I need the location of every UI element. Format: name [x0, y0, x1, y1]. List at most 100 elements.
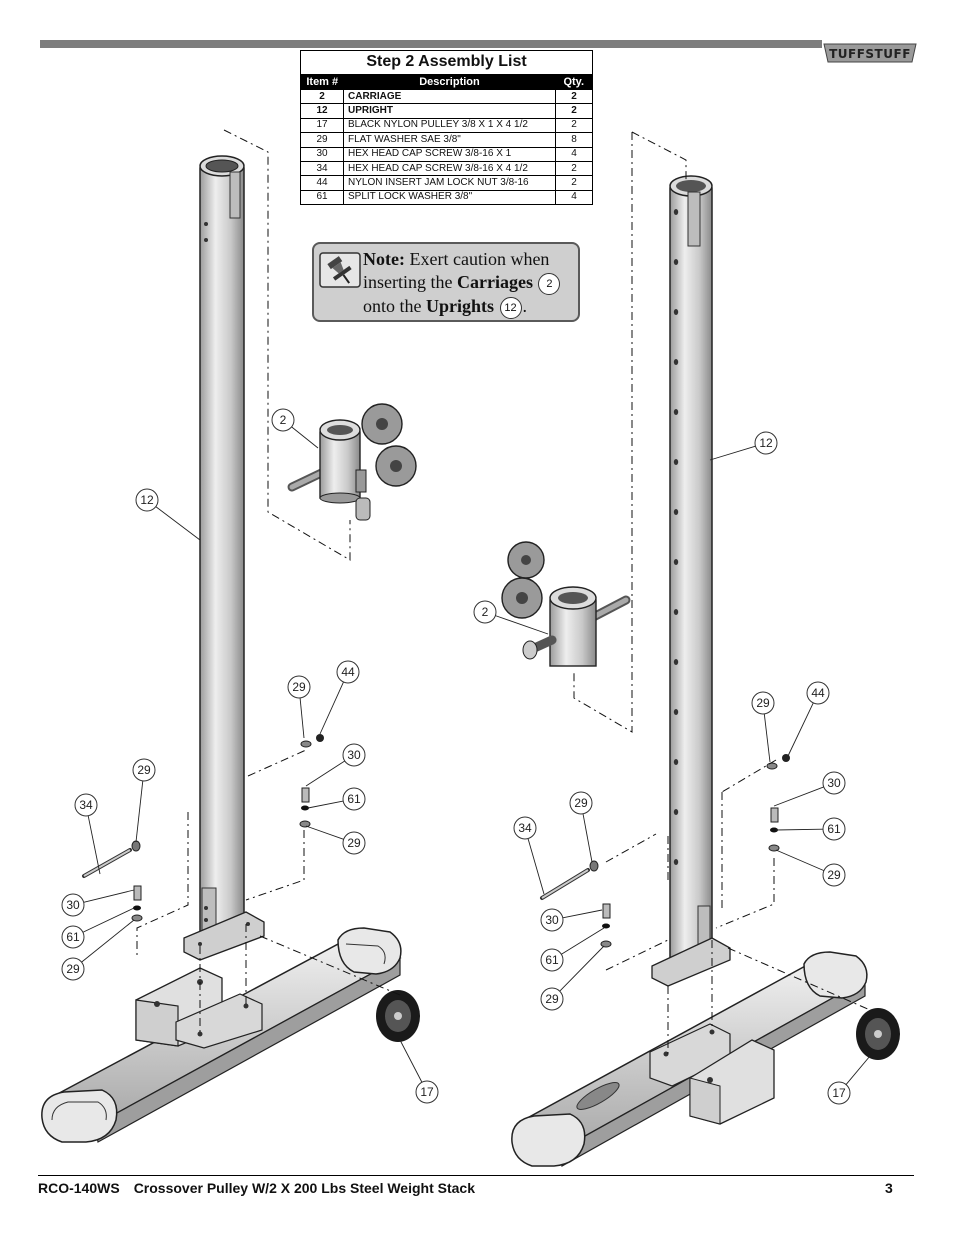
- ref-bubble-upright: 12: [499, 296, 522, 319]
- col-description: Description: [343, 74, 556, 90]
- callout-label: 61: [545, 953, 559, 967]
- note-label: Note:: [363, 249, 405, 269]
- caution-note: Note: Exert caution when inserting the C…: [312, 242, 580, 322]
- upright-hole: [673, 609, 679, 615]
- callout-label: 44: [811, 686, 825, 700]
- leader-line: [559, 945, 605, 992]
- callout-label: 29: [292, 680, 306, 694]
- col-item: Item #: [300, 74, 344, 90]
- right-assembly: [501, 131, 900, 1167]
- leader-line: [155, 506, 201, 541]
- right-base-bracket: [649, 1023, 775, 1125]
- callout-label: 61: [347, 792, 361, 806]
- callout-circle: [473, 600, 497, 624]
- callout-right-2: 29: [751, 691, 775, 763]
- left-guides: [136, 129, 401, 1034]
- right-upright: [651, 175, 731, 987]
- callout-circle: [540, 908, 564, 932]
- callout-circle: [569, 791, 593, 815]
- right-guides: [573, 131, 871, 1054]
- callout-circle: [61, 957, 85, 981]
- leader-line: [775, 849, 825, 872]
- callout-label: 44: [341, 665, 355, 679]
- callout-label: 29: [545, 992, 559, 1006]
- note-uprights: Uprights: [426, 295, 495, 316]
- leader-line: [82, 907, 135, 933]
- svg-text:TUFFSTUFF: TUFFSTUFF: [829, 47, 911, 61]
- callout-circle: [540, 987, 564, 1011]
- callout-label: 29: [827, 868, 841, 882]
- callout-label: 29: [574, 796, 588, 810]
- callout-circle: [61, 893, 85, 917]
- upright-hole: [673, 709, 679, 715]
- note-end: .: [522, 295, 528, 316]
- upright-hole: [673, 409, 679, 415]
- right-upright-holes: [673, 209, 679, 865]
- callout-label: 29: [756, 696, 770, 710]
- leader-line: [582, 813, 593, 863]
- callout-label: 61: [66, 930, 80, 944]
- upright-hole: [673, 309, 679, 315]
- callout-right-11: 29: [540, 945, 605, 1011]
- callout-label: 2: [482, 605, 489, 619]
- leader-line: [709, 445, 756, 461]
- leader-line: [399, 1039, 423, 1083]
- callout-circle: [342, 743, 366, 767]
- leader-line: [495, 615, 549, 635]
- callout-circle: [754, 431, 778, 455]
- header-bar: [40, 40, 822, 48]
- upright-hole: [673, 659, 679, 665]
- note-text-1: Exert caution when inserting the: [363, 249, 550, 292]
- note-carriages: Carriages: [456, 272, 533, 292]
- callout-left-7: 29: [132, 758, 156, 843]
- upright-hole: [673, 209, 679, 215]
- table-header-row: Item # Description Qty.: [300, 74, 593, 90]
- callout-circle: [415, 1080, 439, 1104]
- callout-circle: [513, 816, 537, 840]
- cell-qty: 4: [555, 189, 593, 206]
- callout-label: 29: [347, 836, 361, 850]
- leader-line: [527, 838, 545, 895]
- callout-right-1: 2: [473, 600, 549, 635]
- callout-left-9: 30: [61, 889, 135, 917]
- callout-left-1: 12: [135, 488, 201, 541]
- callout-right-12: 17: [827, 1055, 871, 1105]
- left-pulley: [376, 990, 420, 1042]
- callout-circle: [827, 1081, 851, 1105]
- callout-label: 30: [66, 898, 80, 912]
- callout-left-6: 29: [305, 825, 366, 855]
- leader-line: [562, 909, 603, 919]
- callouts: 2122944306129293430612917122294430612929…: [61, 408, 871, 1105]
- leader-line: [763, 713, 771, 763]
- left-carriage: [287, 403, 417, 521]
- leader-line: [81, 919, 135, 963]
- leader-line: [305, 760, 346, 787]
- left-upright: [183, 155, 265, 961]
- upright-hole: [673, 459, 679, 465]
- callout-label: 61: [827, 822, 841, 836]
- callout-right-8: 34: [513, 816, 545, 895]
- callout-circle: [822, 817, 846, 841]
- upright-hole: [673, 859, 679, 865]
- callout-circle: [74, 793, 98, 817]
- ref-bubble-carriage: 2: [538, 272, 561, 295]
- brand-logo: TUFFSTUFF: [823, 43, 917, 63]
- leader-line: [299, 697, 305, 739]
- callout-circle: [822, 863, 846, 887]
- callout-circle: [540, 948, 564, 972]
- upright-hole: [673, 559, 679, 565]
- callout-circle: [806, 681, 830, 705]
- upright-hole: [673, 359, 679, 365]
- callout-left-4: 30: [305, 743, 366, 787]
- pushpin-icon: [319, 252, 361, 288]
- callout-right-6: 29: [775, 849, 846, 887]
- callout-circle: [751, 691, 775, 715]
- callout-label: 17: [420, 1085, 434, 1099]
- leader-line: [87, 815, 101, 875]
- callout-right-5: 61: [775, 817, 846, 841]
